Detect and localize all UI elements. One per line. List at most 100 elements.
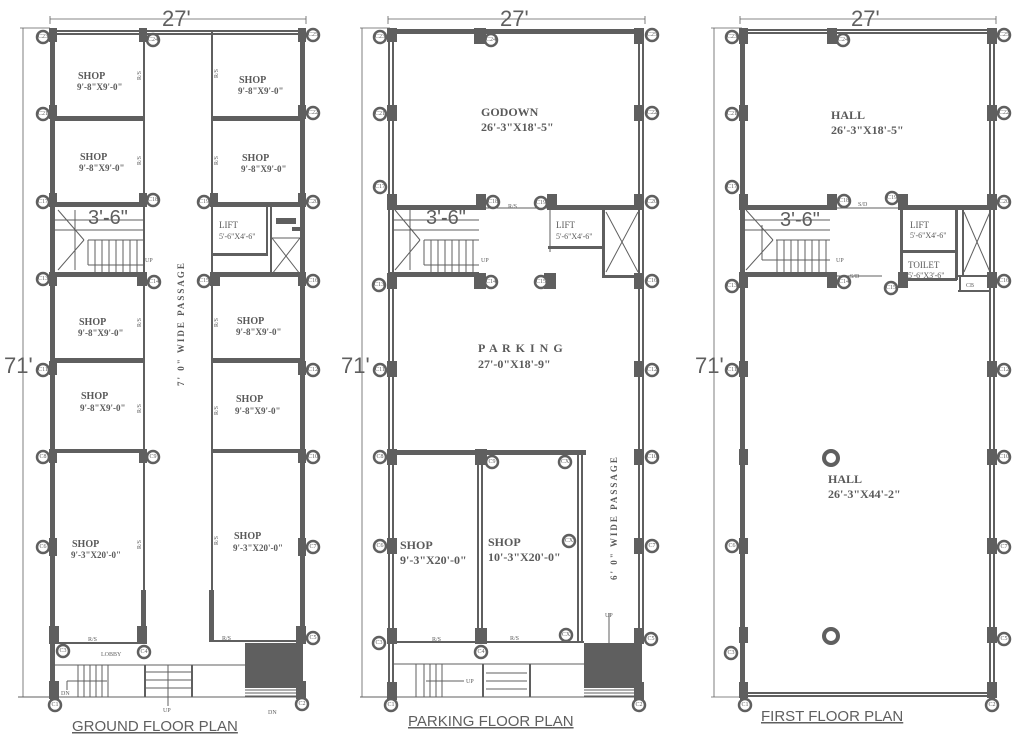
room-size: 9'-8"X9'-0" — [80, 403, 126, 413]
room-name: SHOP — [234, 531, 261, 542]
stair-width-dimension: 3'-6" — [780, 209, 820, 231]
rs-label: R/S — [214, 318, 220, 327]
svg-text:C11: C11 — [38, 367, 48, 373]
svg-text:C10: C10 — [308, 454, 318, 460]
dn-label: DN — [61, 691, 70, 697]
svg-text:C24: C24 — [486, 37, 496, 43]
svg-text:C15: C15 — [199, 278, 209, 284]
stair-up-label: UP — [481, 258, 489, 264]
lift-size: 5'-6"X4'-6" — [219, 232, 256, 241]
room-name: SHOP — [400, 538, 433, 552]
room-size: 9'-3"X20'-0" — [233, 543, 283, 553]
rs-label: R/S — [508, 204, 517, 210]
svg-text:C9: C9 — [149, 454, 156, 460]
room-name: SHOP — [81, 391, 108, 402]
svg-text:C5: C5 — [1000, 636, 1007, 642]
svg-text:C23: C23 — [38, 34, 48, 40]
svg-text:C2: C2 — [988, 702, 995, 708]
svg-text:C16: C16 — [308, 278, 318, 284]
rs-label: R/S — [214, 69, 220, 78]
room-size: 9'-3"X20'-0" — [71, 550, 121, 560]
parking-floor-plan: 27' 71' 3'-6" UP R/S — [341, 6, 660, 730]
sd-label: S/D — [850, 274, 860, 280]
svg-text:C2: C2 — [635, 702, 642, 708]
svg-text:C6: C6 — [728, 543, 735, 549]
svg-text:C18: C18 — [148, 197, 158, 203]
svg-text:C7: C7 — [309, 544, 316, 550]
cb-label: CB — [966, 283, 974, 289]
room-size: 26'-3"X18'-5" — [481, 120, 554, 134]
column-markers: C23 C24 C25 C21 C22 C17 C18 C19 C20 C13 … — [723, 27, 1012, 713]
svg-text:C14: C14 — [486, 279, 496, 285]
rs-label: R/S — [214, 406, 220, 415]
ground-floor-plan: 27' 71' — [4, 6, 321, 735]
svg-text:C21: C21 — [727, 111, 737, 117]
toilet-size: 5'-6"X3'-6" — [908, 271, 945, 280]
svg-text:C20: C20 — [999, 199, 1009, 205]
rs-label: R/S — [222, 636, 231, 642]
width-dimension: 27' — [162, 6, 191, 31]
rs-label: R/S — [214, 536, 220, 545]
sd-label: S/D — [858, 202, 868, 208]
height-dimension: 71' — [4, 353, 33, 378]
room-size: 26'-3"X44'-2" — [828, 487, 901, 501]
rs-label: R/S — [137, 404, 143, 413]
toilet-name: TOILET — [908, 260, 940, 270]
svg-text:C21: C21 — [38, 111, 48, 117]
svg-text:C5: C5 — [647, 636, 654, 642]
room-name: SHOP — [488, 535, 521, 549]
svg-text:C7: C7 — [648, 543, 655, 549]
svg-text:C7: C7 — [1000, 544, 1007, 550]
svg-text:C17: C17 — [727, 184, 737, 190]
svg-text:C19: C19 — [536, 200, 546, 206]
rs-label: R/S — [432, 637, 441, 643]
room-name: HALL — [828, 472, 862, 486]
svg-text:C19: C19 — [887, 195, 897, 201]
svg-text:CX: CX — [562, 632, 571, 638]
svg-text:C9: C9 — [488, 459, 495, 465]
svg-text:C18: C18 — [839, 198, 849, 204]
svg-text:C25: C25 — [308, 32, 318, 38]
room-name: HALL — [831, 108, 865, 122]
room-name: P A R K I N G — [478, 341, 564, 355]
lift-name: LIFT — [556, 220, 576, 230]
width-dimension: 27' — [500, 6, 529, 31]
svg-text:C6: C6 — [376, 543, 383, 549]
svg-text:C13: C13 — [374, 282, 384, 288]
svg-text:C3: C3 — [727, 650, 734, 656]
rs-label: R/S — [510, 636, 519, 642]
svg-text:C23: C23 — [375, 34, 385, 40]
plan-title: PARKING FLOOR PLAN — [408, 713, 574, 730]
column-markers: C23 C24 C25 C21 C22 C17 C18 C19 C20 C13 … — [371, 27, 660, 713]
rs-label: R/S — [137, 71, 143, 80]
room-size: 9'-8"X9'-0" — [235, 406, 281, 416]
rs-label: R/S — [137, 318, 143, 327]
svg-text:C4: C4 — [140, 649, 147, 655]
width-dimension: 27' — [851, 6, 880, 31]
room-name: SHOP — [80, 152, 107, 163]
room-size: 10'-3"X20'-0" — [488, 550, 561, 564]
room-name: SHOP — [78, 71, 105, 82]
room-size: 26'-3"X18'-5" — [831, 123, 904, 137]
up-label: UP — [163, 708, 171, 714]
room-name: GODOWN — [481, 105, 539, 119]
svg-text:C1: C1 — [741, 702, 748, 708]
height-dimension: 71' — [341, 353, 370, 378]
rs-label: R/S — [137, 540, 143, 549]
svg-text:C15: C15 — [536, 279, 546, 285]
passage-label: 7' 0" WIDE PASSAGE — [176, 261, 186, 386]
svg-text:C22: C22 — [308, 110, 318, 116]
svg-text:C10: C10 — [999, 454, 1009, 460]
svg-text:C16: C16 — [999, 278, 1009, 284]
stair-up-label: UP — [145, 258, 153, 264]
column-markers: C23 C24 C25 C21 C22 C17 C18 C19 C20 C13 … — [35, 27, 321, 713]
svg-text:C17: C17 — [375, 184, 385, 190]
svg-text:C20: C20 — [308, 199, 318, 205]
svg-text:C1: C1 — [51, 702, 58, 708]
room-size: 9'-8"X9'-0" — [77, 82, 123, 92]
dn-label: DN — [268, 710, 277, 716]
svg-text:C22: C22 — [999, 110, 1009, 116]
lift-size: 5'-6"X4'-6" — [556, 232, 593, 241]
svg-text:C21: C21 — [375, 111, 385, 117]
room-size: 9'-8"X9'-0" — [241, 164, 287, 174]
